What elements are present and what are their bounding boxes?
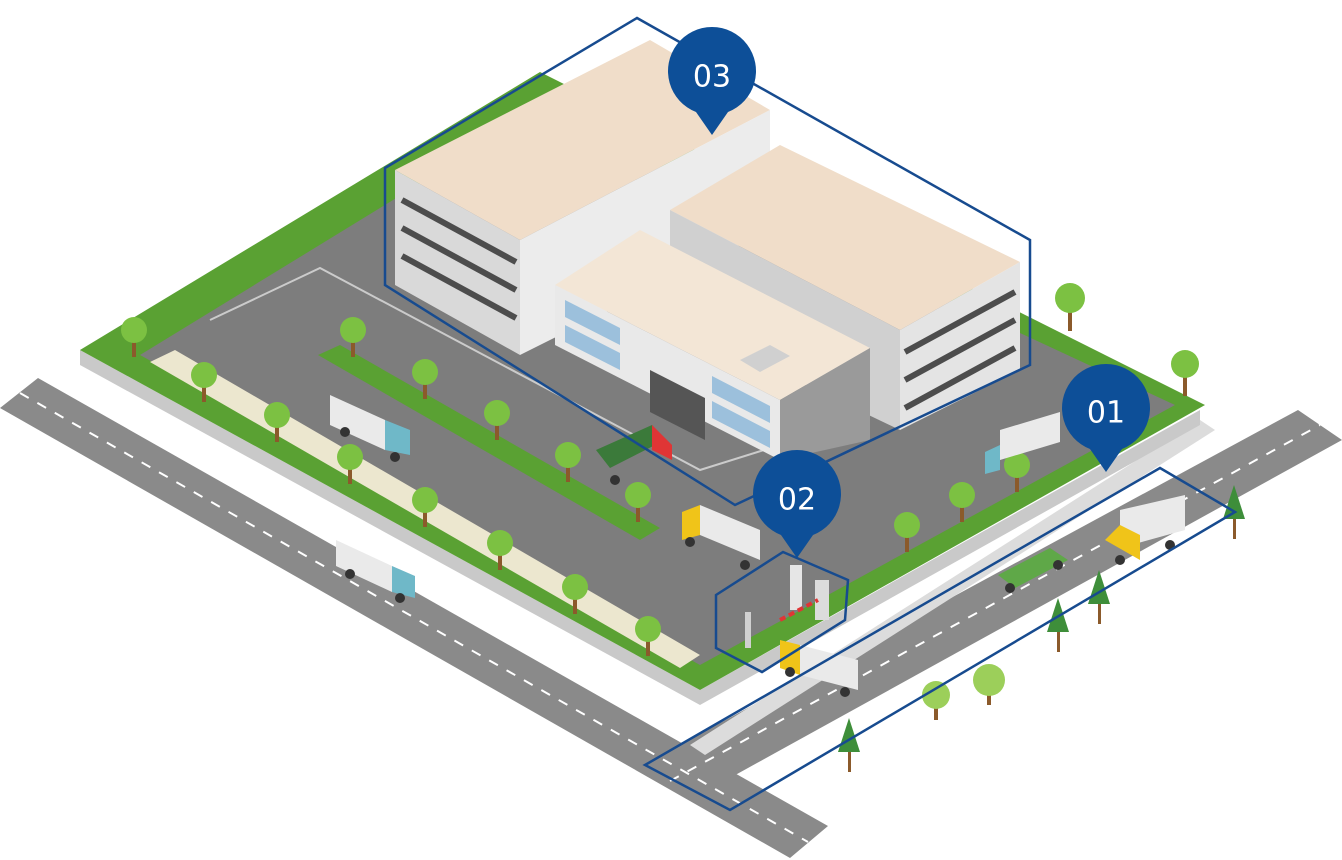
truck-icon (596, 425, 672, 485)
truck-icon (780, 640, 858, 697)
rooftop-unit (740, 345, 790, 372)
zone-01-outline (642, 466, 1238, 812)
tree-icon (487, 530, 513, 570)
warehouse-back-stripes (400, 197, 518, 321)
tree-icon (949, 482, 975, 522)
loading-dock-door (650, 370, 705, 440)
tree-icon (894, 512, 920, 552)
tree-icon (191, 362, 217, 402)
office-windows (565, 300, 770, 448)
zone-02-outline (714, 550, 850, 674)
zone-outlines (383, 16, 1238, 812)
truck-icon (682, 505, 760, 570)
warehouse-right-roof (670, 145, 1020, 330)
tree-icon (412, 487, 438, 527)
median-grass (318, 345, 660, 540)
tree-icon (484, 400, 510, 440)
office-side-wall (780, 348, 870, 460)
tree-icon (922, 681, 950, 720)
marker-label-01: 01 (1087, 396, 1125, 431)
office-roof (555, 230, 870, 400)
zone-03-outline (383, 16, 1032, 507)
tree-icon (121, 317, 147, 357)
office-building (555, 230, 870, 460)
map-pin-icon (668, 27, 756, 135)
tree-icon (264, 402, 290, 442)
tree-icon (1223, 485, 1245, 539)
tree-icon (625, 482, 651, 522)
car-icon (998, 548, 1068, 593)
tree-icon (635, 616, 661, 656)
map-pin-icon (753, 450, 841, 558)
marker-03[interactable]: 03 (668, 27, 756, 135)
tree-icon (1055, 283, 1085, 331)
truck-icon (330, 395, 410, 462)
tree-icon (1047, 598, 1069, 652)
trees (121, 283, 1245, 772)
vehicles (330, 395, 1185, 697)
tree-icon (340, 317, 366, 357)
tree-icon (1171, 350, 1199, 396)
marker-label-02: 02 (778, 483, 816, 518)
road-center-dash-right (669, 424, 1321, 782)
tree-icon (973, 664, 1005, 705)
tree-icon (1004, 452, 1030, 492)
tree-icon (412, 359, 438, 399)
road-front-left (0, 378, 828, 858)
tree-icon (562, 574, 588, 614)
marker-label-03: 03 (693, 60, 731, 95)
map-pin-icon (1062, 364, 1150, 472)
warehouse-right-stripes (903, 289, 1017, 411)
marker-02[interactable]: 02 (753, 450, 841, 558)
barrier-gate-icon (745, 565, 829, 648)
tree-icon (337, 444, 363, 484)
truck-icon (336, 540, 415, 603)
marker-01[interactable]: 01 (1062, 364, 1150, 472)
truck-icon (985, 412, 1060, 474)
tree-icon (555, 442, 581, 482)
